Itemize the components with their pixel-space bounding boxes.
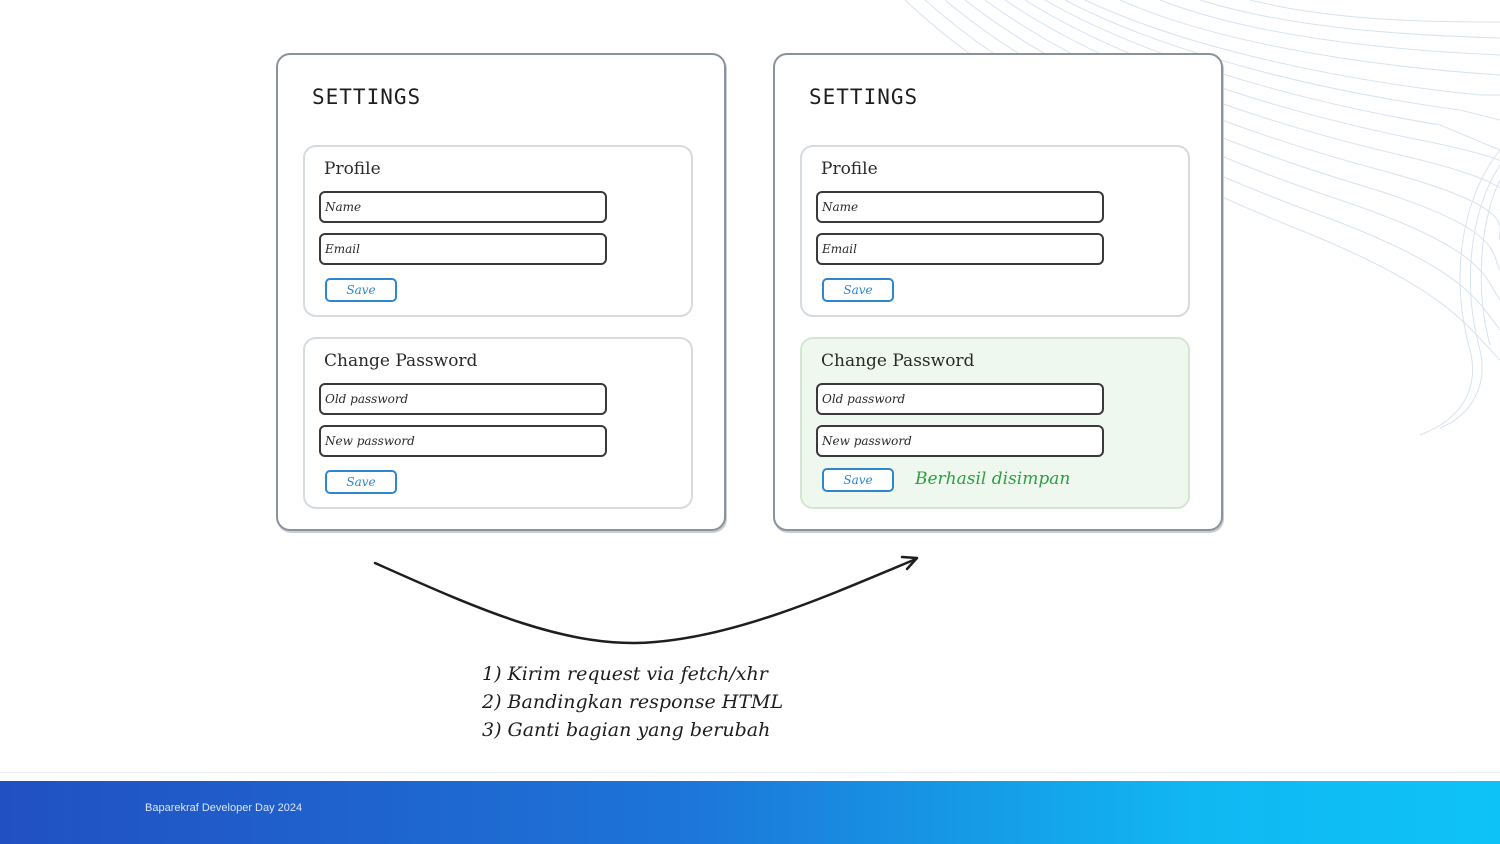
change-password-heading: Change Password bbox=[821, 351, 975, 371]
email-field[interactable]: Email bbox=[319, 233, 607, 265]
step-item: 3) Ganti bagian yang berubah bbox=[482, 719, 771, 741]
new-password-field[interactable]: New password bbox=[816, 425, 1104, 457]
name-field[interactable]: Name bbox=[319, 191, 607, 223]
profile-save-button[interactable]: Save bbox=[822, 278, 894, 302]
footer-bar: Baparekraf Developer Day 2024 bbox=[0, 781, 1500, 844]
footer-text: Baparekraf Developer Day 2024 bbox=[145, 802, 303, 814]
panel-title: SETTINGS bbox=[809, 85, 919, 109]
profile-save-button[interactable]: Save bbox=[325, 278, 397, 302]
change-password-section: Change Password Old password New passwor… bbox=[303, 337, 693, 509]
step-item: 2) Bandingkan response HTML bbox=[482, 691, 784, 713]
old-password-field[interactable]: Old password bbox=[319, 383, 607, 415]
step-item: 1) Kirim request via fetch/xhr bbox=[482, 663, 768, 685]
profile-section: Profile Name Email Save bbox=[303, 145, 693, 317]
settings-panel-after: SETTINGS Profile Name Email Save Change … bbox=[773, 53, 1223, 531]
settings-panel-before: SETTINGS Profile Name Email Save Change … bbox=[276, 53, 726, 531]
old-password-field[interactable]: Old password bbox=[816, 383, 1104, 415]
email-field[interactable]: Email bbox=[816, 233, 1104, 265]
new-password-field[interactable]: New password bbox=[319, 425, 607, 457]
profile-section: Profile Name Email Save bbox=[800, 145, 1190, 317]
name-field[interactable]: Name bbox=[816, 191, 1104, 223]
steps-list: 1) Kirim request via fetch/xhr 2) Bandin… bbox=[482, 660, 783, 744]
panel-title: SETTINGS bbox=[312, 85, 422, 109]
footer-divider bbox=[0, 772, 1500, 773]
change-password-heading: Change Password bbox=[324, 351, 478, 371]
profile-heading: Profile bbox=[821, 159, 878, 179]
change-password-section-updated: Change Password Old password New passwor… bbox=[800, 337, 1190, 509]
success-message: Berhasil disimpan bbox=[915, 469, 1071, 489]
password-save-button[interactable]: Save bbox=[822, 468, 894, 492]
profile-heading: Profile bbox=[324, 159, 381, 179]
password-save-button[interactable]: Save bbox=[325, 470, 397, 494]
